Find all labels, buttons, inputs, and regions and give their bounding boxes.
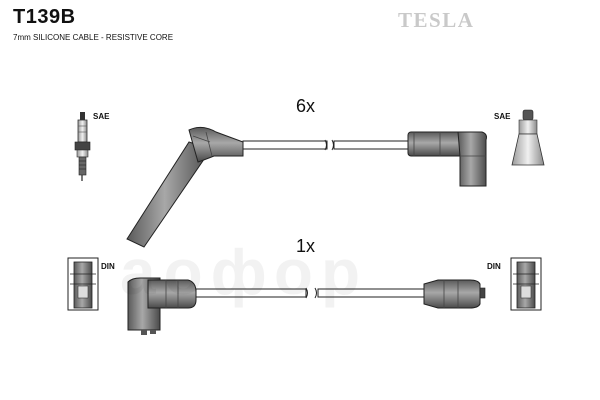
lower-quantity-label: 1x — [296, 236, 316, 256]
upper-cable — [242, 139, 409, 151]
part-number-title: T139B — [13, 6, 76, 28]
upper-quantity-label: 6x — [296, 96, 316, 116]
cable-description: 7mm SILICONE CABLE - RESISTIVE CORE — [13, 33, 174, 42]
spark-plug-icon — [74, 112, 91, 181]
din-connector-left-icon — [67, 257, 99, 311]
watermark-text: аофор — [120, 236, 369, 308]
connector-label-top-right: SAE — [494, 112, 511, 121]
brand-logo: TESLA — [398, 8, 475, 32]
connector-label-bottom-left: DIN — [101, 262, 115, 271]
lower-straight-boot — [423, 279, 486, 309]
connector-label-top-left: SAE — [93, 112, 110, 121]
din-connector-right-icon — [510, 257, 542, 311]
coil-cap-icon — [511, 109, 545, 166]
upper-plug-boot — [126, 126, 244, 248]
lower-angled-boot — [127, 277, 197, 335]
connector-label-bottom-right: DIN — [487, 262, 501, 271]
upper-angled-boot — [407, 131, 487, 187]
